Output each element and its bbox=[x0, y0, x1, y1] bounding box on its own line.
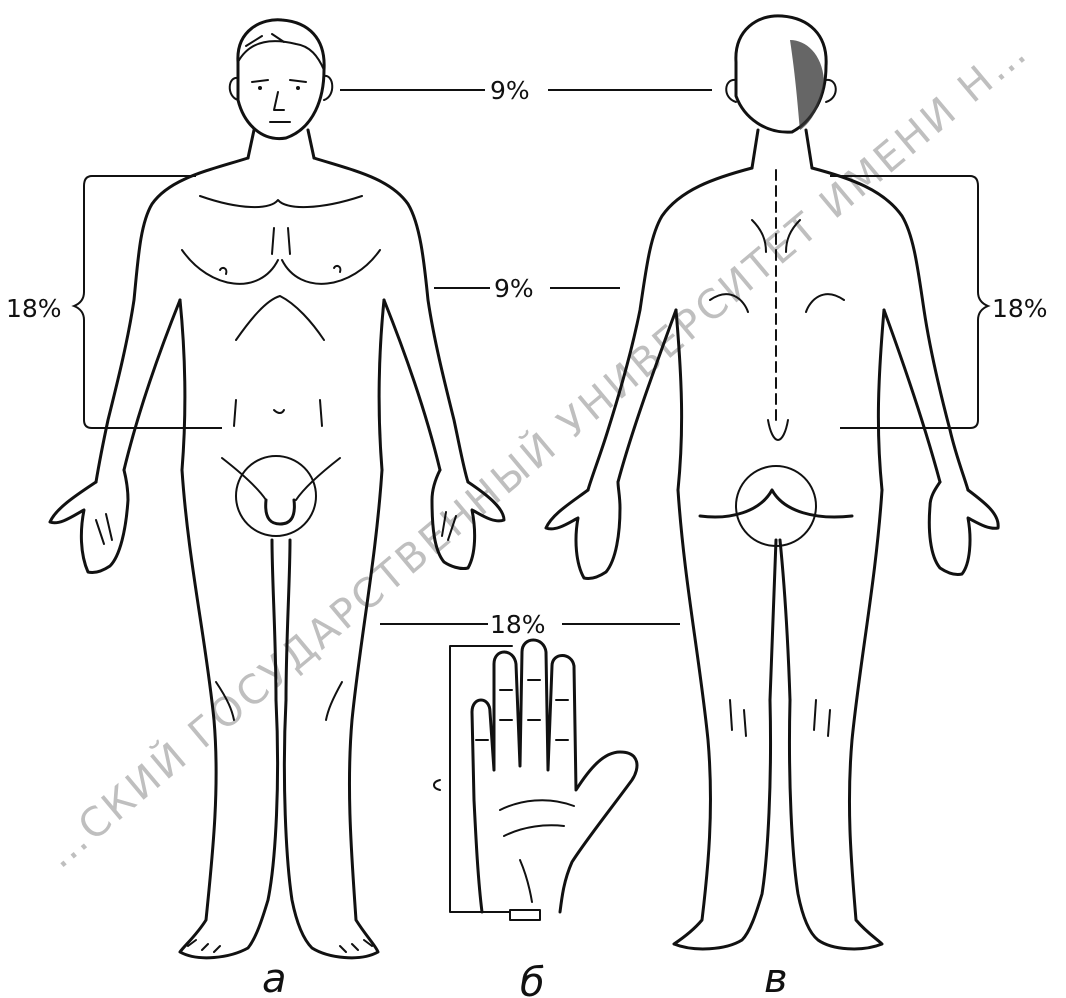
arm-percent-label: 9% bbox=[494, 274, 534, 303]
panel-label-palm: б bbox=[520, 960, 545, 998]
leg-percent-label: 18% bbox=[490, 610, 546, 639]
panel-label-back: в bbox=[764, 956, 788, 998]
head-percent-label: 9% bbox=[490, 76, 530, 105]
panel-label-front: а bbox=[262, 956, 287, 998]
back-torso-percent-label: 18% bbox=[992, 294, 1048, 323]
back-body-figure bbox=[546, 16, 998, 949]
front-torso-percent-label: 18% bbox=[6, 294, 62, 323]
watermark-text: …СКИЙ ГОСУДАРСТВЕННЫЙ УНИВЕРСИТЕТ ИМЕНИ … bbox=[36, 26, 1038, 877]
hair-shading bbox=[790, 40, 824, 130]
palm-figure bbox=[434, 640, 637, 920]
